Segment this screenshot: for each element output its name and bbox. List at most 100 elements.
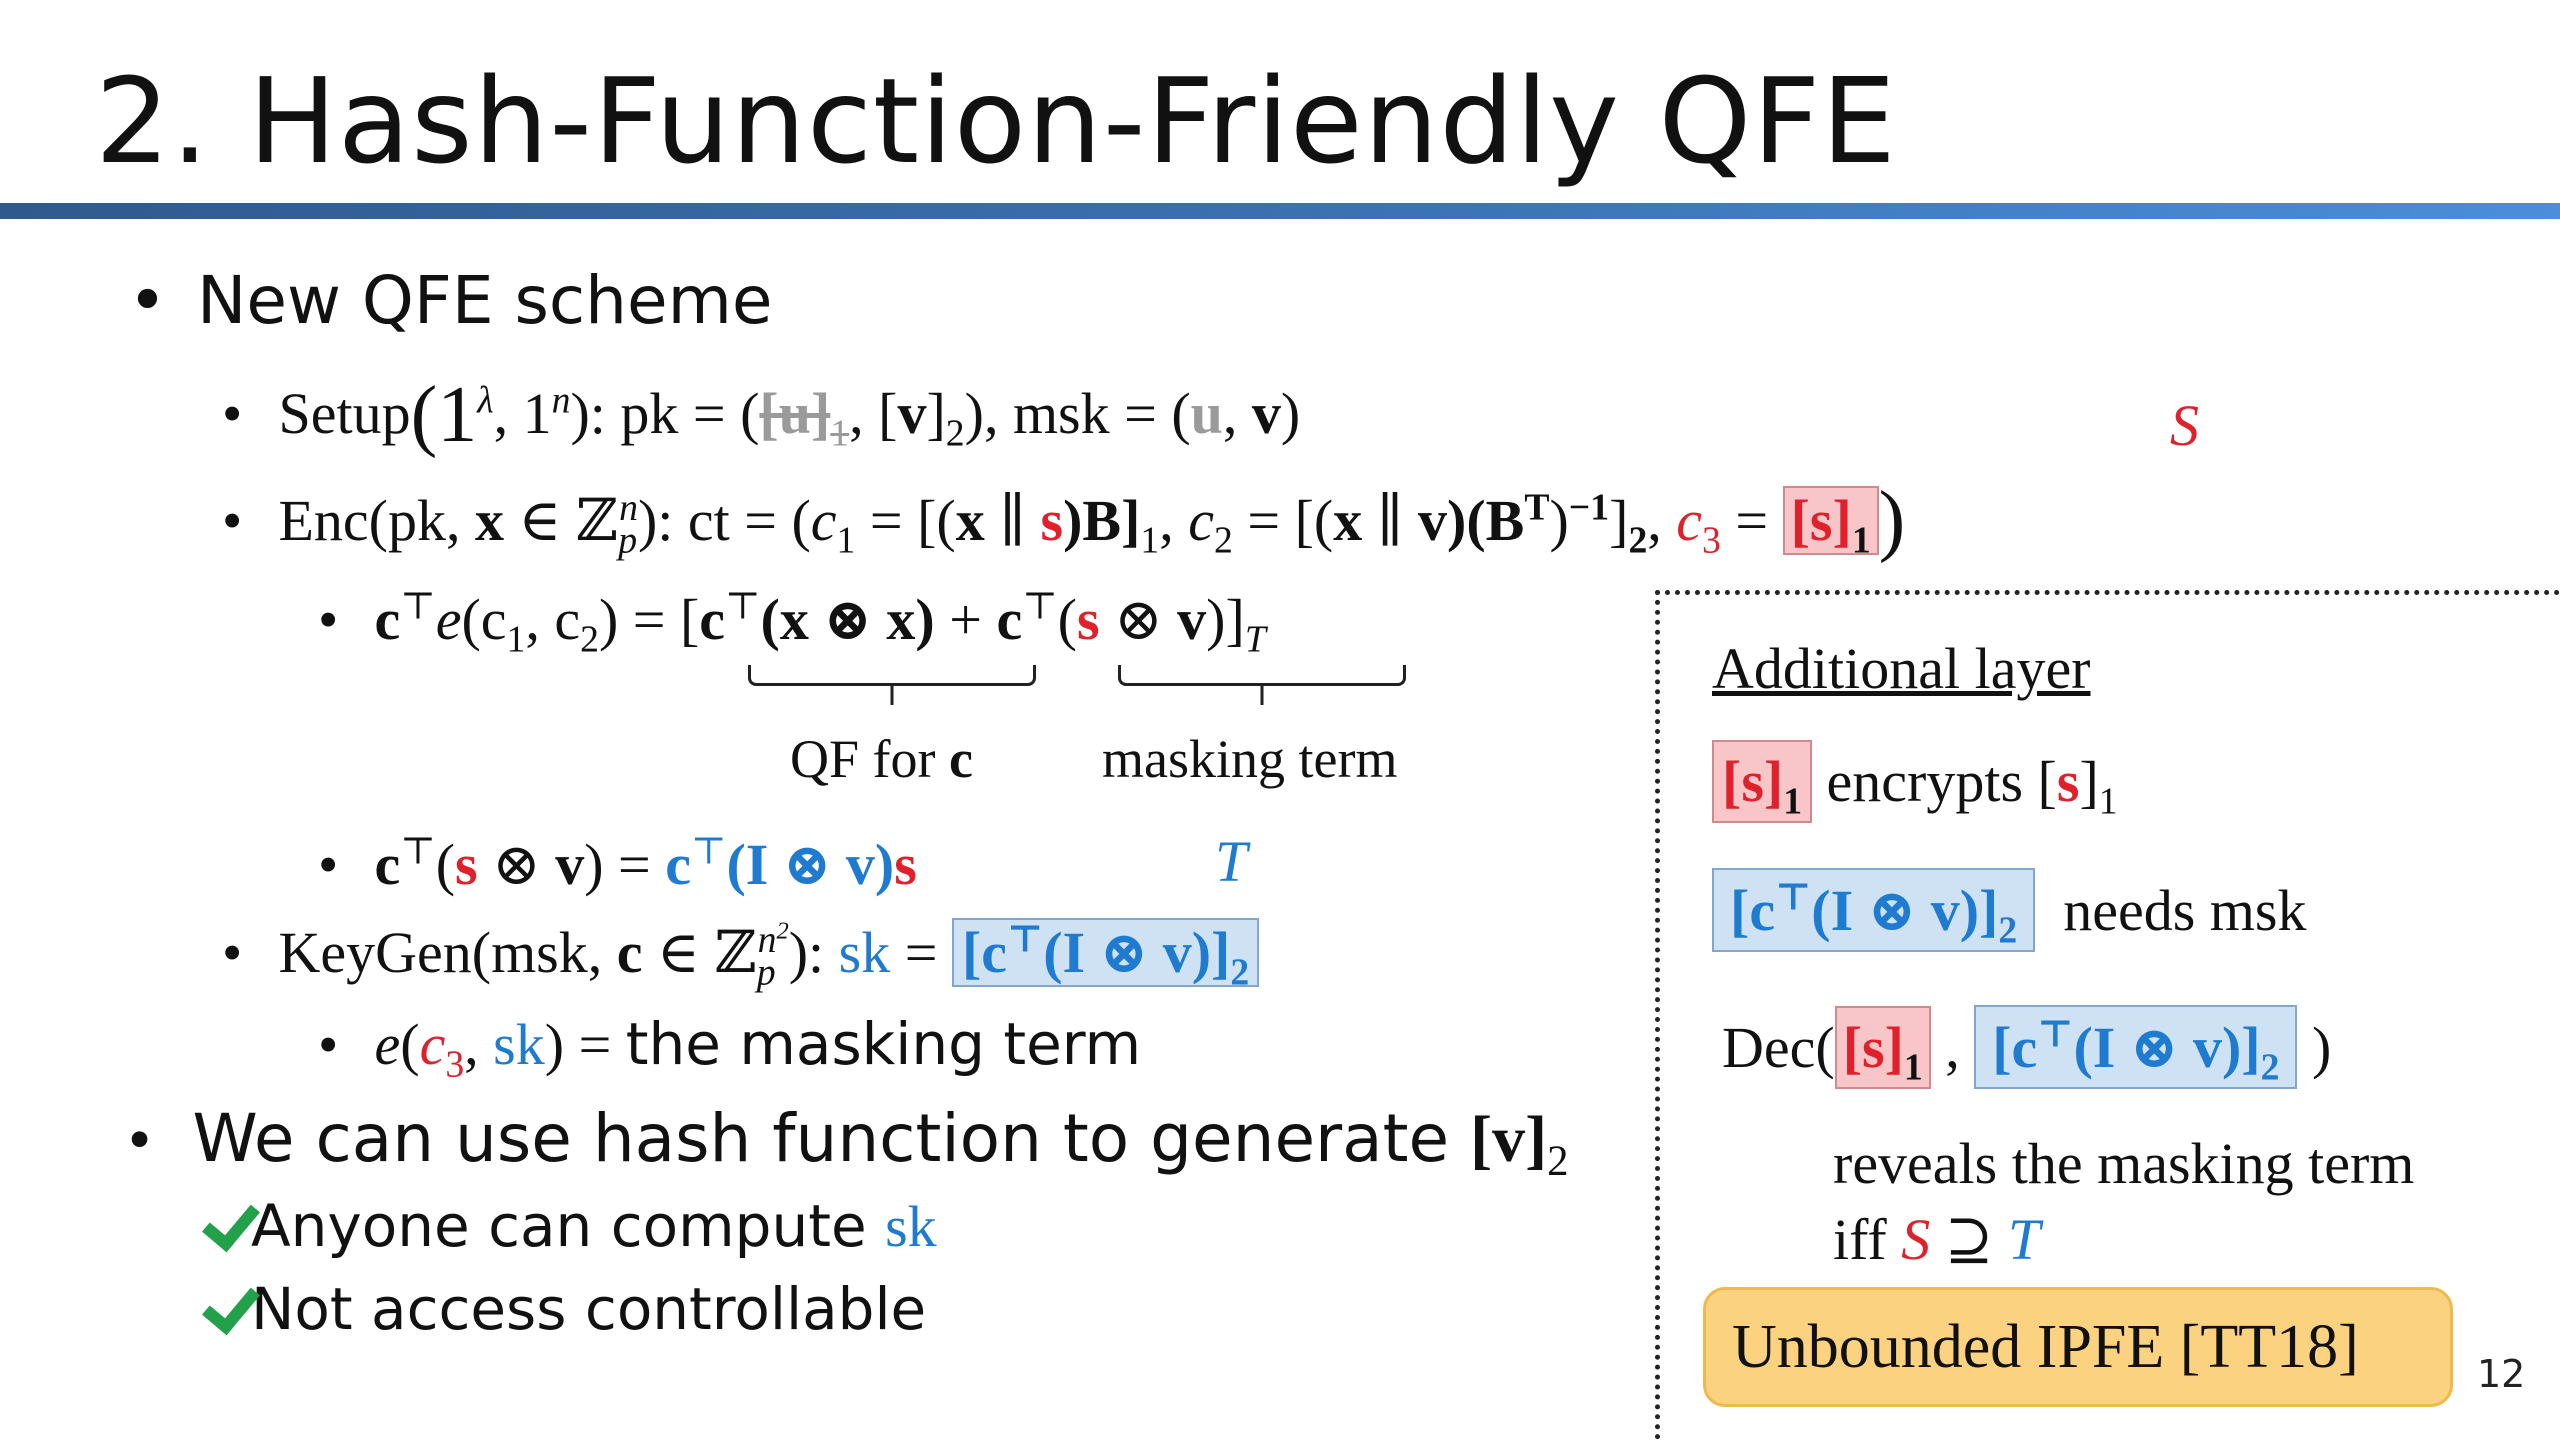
check-anyone: Anyone can compute sk [205, 1192, 937, 1260]
enc-v: v [1418, 488, 1447, 553]
sv-rhs-s: s [894, 832, 917, 897]
slide-title: 2. Hash-Function-Friendly QFE [95, 52, 1897, 190]
keygen-box-top: ⊤ [1007, 918, 1044, 961]
sv-s: s [455, 832, 478, 897]
bullet-emask: e(c3, sk) = the masking term [318, 1010, 1142, 1083]
check-access: Not access controllable [205, 1275, 926, 1343]
ce-otimes: ⊗ [1099, 587, 1178, 652]
enc-par: ∥ [984, 488, 1041, 553]
keygen-in: ∈ ℤ [642, 920, 757, 985]
emask-sk: sk [493, 1012, 545, 1077]
panel-row1-text: encrypts [ [1812, 749, 2057, 814]
hash-v: [v] [1470, 1103, 1548, 1176]
ce-open: ( [1057, 587, 1077, 652]
checkmark-icon [205, 1196, 245, 1252]
setup-comma: , 1 [493, 381, 552, 446]
qf-label: QF for c [790, 728, 973, 790]
emask-c3-sub: 3 [445, 1043, 465, 1086]
keygen-close: ): [788, 920, 839, 985]
enc-BT: )(B [1447, 488, 1525, 553]
enc-br: ] [1609, 488, 1629, 553]
panel-reveals: reveals the masking term [1833, 1131, 2415, 1196]
bullet-ce: c⊤e(c1, c2) = [c⊤(x ⊗ x) + c⊤(s ⊗ v)]T [318, 585, 1266, 658]
hash-text: We can use hash function to generate [192, 1100, 1471, 1177]
setup-pk: ): pk = ( [570, 381, 760, 446]
emask-comma: , [464, 1012, 494, 1077]
enc-x3: x [1333, 488, 1363, 553]
setup-end: ) [1280, 381, 1301, 446]
emask-close: ) = [544, 1012, 626, 1077]
sv-open: ( [435, 832, 456, 897]
keygen-box-mid: (I ⊗ v)] [1043, 920, 1231, 985]
enc-eq2: = [( [1232, 488, 1334, 553]
enc-c1-sub: 1 [836, 519, 856, 562]
keygen-box-sub: 2 [1230, 951, 1250, 994]
title-underline-bar [0, 203, 2560, 219]
enc-s-box: [s]1 [1782, 486, 1879, 559]
keygen-box-c: [c [961, 920, 1008, 985]
keygen-n2: n2 [758, 917, 789, 961]
enc-n: n [619, 486, 638, 529]
enc-eq3: = [1720, 488, 1783, 553]
panel-dec-box2-top: ⊤ [2037, 1013, 2074, 1056]
enc-p: p [618, 519, 638, 562]
unbounded-ipfe-box: Unbounded IPFE [TT18] [1703, 1287, 2453, 1407]
hash-v-sub: 2 [1547, 1138, 1569, 1186]
ce-e: e [435, 587, 462, 652]
ce-c: c [374, 587, 401, 652]
panel-row1-end: ] [2079, 749, 2099, 814]
enc-eq1: = [( [855, 488, 956, 553]
enc-c2-sub: 2 [1214, 519, 1233, 562]
setup-label: Setup [278, 381, 411, 446]
keygen-2: 2 [776, 917, 789, 945]
ce-top2: ⊤ [725, 585, 761, 628]
bullet-hash: We can use hash function to generate [v]… [128, 1100, 1569, 1183]
setup-args-open: (1 [410, 371, 478, 459]
enc-in: ∈ ℤ [504, 488, 619, 553]
panel-row1-box-sub: 1 [1783, 780, 1803, 823]
enc-end: ) [1878, 476, 1906, 564]
sv-v: v [555, 832, 585, 897]
panel-dec-box2-sub: 2 [2260, 1046, 2280, 1089]
setup-lambda: λ [477, 379, 494, 422]
enc-s-box-text: [s] [1790, 488, 1852, 553]
ce-args-sub2: 2 [580, 618, 599, 661]
enc-par2: ∥ [1362, 488, 1418, 553]
enc-x2: x [955, 488, 985, 553]
panel-heading: Additional layer [1712, 636, 2091, 701]
panel-iff-T: T [2007, 1207, 2041, 1272]
check-access-text: Not access controllable [251, 1275, 927, 1343]
check-anyone-text: Anyone can compute [251, 1192, 886, 1260]
additional-layer-panel [1655, 590, 2560, 1440]
panel-row2-box-c: [c [1730, 878, 1776, 943]
masking-label: masking term [1102, 729, 1398, 789]
panel-row2-box-top: ⊤ [1775, 876, 1812, 919]
panel-dec-end: ) [2297, 1015, 2332, 1080]
ce-xx: (x ⊗ x) [760, 587, 935, 652]
ce-args-mid: , c [525, 587, 581, 652]
enc-c1: c [810, 488, 837, 553]
setup-msk: ), msk = ( [964, 381, 1191, 446]
qf-label-text: QF for [790, 729, 949, 789]
setup-v-close: ] [926, 381, 946, 446]
ce-args-sub1: 1 [506, 618, 526, 661]
sv-rhs-top: ⊤ [691, 830, 727, 873]
panel-dec-comma: , [1930, 1015, 1975, 1080]
emask-text: the masking term [625, 1010, 1142, 1078]
sv-otimes: ⊗ [477, 832, 556, 897]
bullet-new-qfe: New QFE scheme [128, 262, 773, 339]
emask-open: ( [400, 1012, 420, 1077]
ce-close: )] [1206, 587, 1245, 652]
panel-row1-sub: 1 [2098, 780, 2118, 823]
sv-top: ⊤ [400, 830, 436, 873]
ce-v: v [1177, 587, 1207, 652]
checkmark-icon [205, 1279, 245, 1335]
bullet-setup: Setup(1λ, 1n): pk = ([u]1, [v]2), msk = … [222, 370, 1301, 461]
keygen-box: [c⊤(I ⊗ v)]2 [951, 918, 1260, 991]
setup-u-sub: 1 [830, 412, 850, 455]
unbounded-ipfe-text: Unbounded IPFE [TT18] [1732, 1312, 2359, 1381]
sv-T-label: T [1215, 829, 1248, 894]
enc-T: T [1524, 486, 1550, 529]
brace-masking [1118, 665, 1406, 686]
ce-eq: ) = [ [598, 587, 700, 652]
